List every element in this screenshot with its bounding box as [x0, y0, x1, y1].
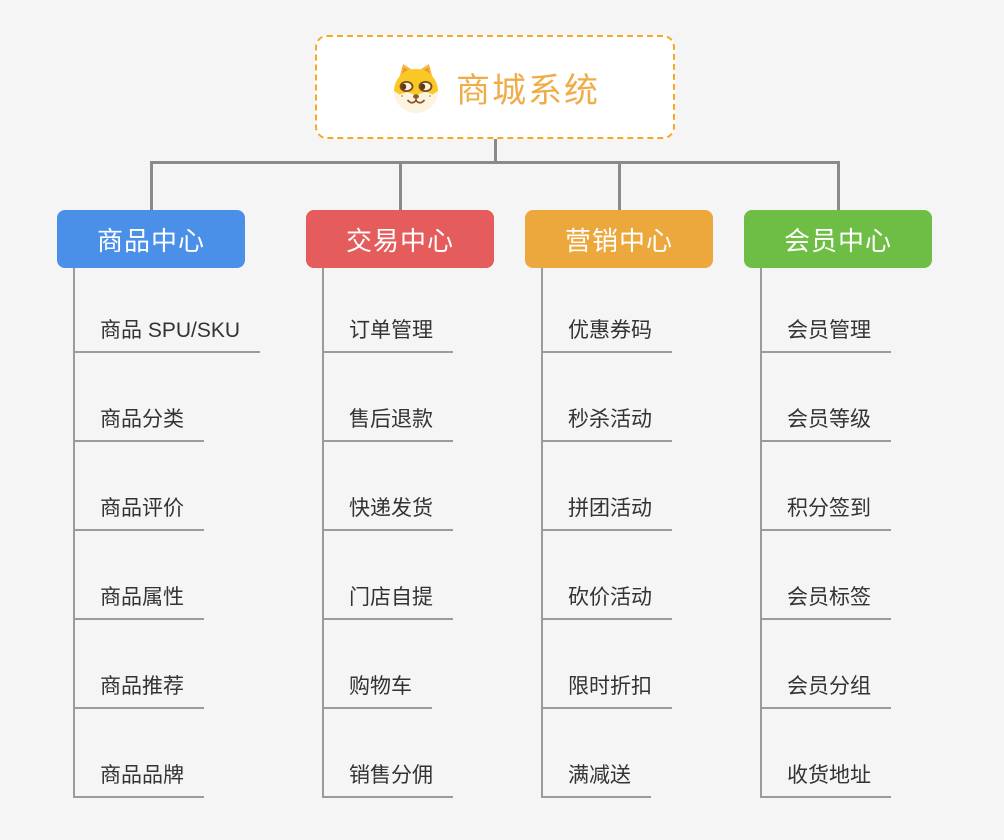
leaf-node[interactable]: 积分签到 — [760, 494, 891, 531]
doge-icon — [394, 64, 438, 113]
branch-header-products[interactable]: 商品中心 — [57, 210, 245, 268]
leaf-node[interactable]: 会员分组 — [760, 672, 891, 709]
connector-drop-members — [837, 161, 840, 210]
connector-drop-trade — [399, 161, 402, 210]
connector-drop-products — [150, 161, 153, 210]
leaf-node[interactable]: 商品推荐 — [73, 672, 204, 709]
leaf-node[interactable]: 会员管理 — [760, 316, 891, 353]
leaf-node[interactable]: 会员等级 — [760, 405, 891, 442]
branch-products: 商品中心 商品 SPU/SKU 商品分类 商品评价 商品属性 商品推荐 商品品牌 — [57, 210, 307, 810]
leaf-node[interactable]: 商品 SPU/SKU — [73, 316, 261, 353]
leaf-node[interactable]: 门店自提 — [322, 583, 453, 620]
branch-line-marketing — [541, 268, 543, 798]
connector-drop-marketing — [618, 161, 621, 210]
leaf-node[interactable]: 售后退款 — [322, 405, 453, 442]
leaf-node[interactable]: 砍价活动 — [541, 583, 672, 620]
branch-header-trade[interactable]: 交易中心 — [306, 210, 494, 268]
leaf-node[interactable]: 秒杀活动 — [541, 405, 672, 442]
leaf-node[interactable]: 优惠券码 — [541, 316, 672, 353]
leaf-node[interactable]: 收货地址 — [760, 761, 891, 798]
leaf-node[interactable]: 会员标签 — [760, 583, 891, 620]
leaf-node[interactable]: 满减送 — [541, 761, 651, 798]
connector-horizontal-bar — [150, 161, 840, 164]
leaf-node[interactable]: 购物车 — [322, 672, 432, 709]
connector-root-stem — [494, 139, 497, 163]
root-title: 商城系统 — [456, 71, 600, 110]
leaf-node[interactable]: 商品评价 — [73, 494, 204, 531]
branch-header-members[interactable]: 会员中心 — [744, 210, 932, 268]
branch-line-trade — [322, 268, 324, 798]
leaf-node[interactable]: 商品分类 — [73, 405, 204, 442]
leaf-node[interactable]: 销售分佣 — [322, 761, 453, 798]
leaf-node[interactable]: 商品属性 — [73, 583, 204, 620]
root-node[interactable]: 商城系统 — [315, 35, 675, 139]
branch-line-products — [73, 268, 75, 798]
branch-trade: 交易中心 订单管理 售后退款 快递发货 门店自提 购物车 销售分佣 — [306, 210, 556, 810]
leaf-node[interactable]: 拼团活动 — [541, 494, 672, 531]
branch-marketing: 营销中心 优惠券码 秒杀活动 拼团活动 砍价活动 限时折扣 满减送 — [525, 210, 775, 810]
leaf-node[interactable]: 商品品牌 — [73, 761, 204, 798]
branch-header-marketing[interactable]: 营销中心 — [525, 210, 713, 268]
branch-line-members — [760, 268, 762, 798]
branch-members: 会员中心 会员管理 会员等级 积分签到 会员标签 会员分组 收货地址 — [744, 210, 994, 810]
leaf-node[interactable]: 订单管理 — [322, 316, 453, 353]
leaf-node[interactable]: 快递发货 — [322, 494, 453, 531]
leaf-node[interactable]: 限时折扣 — [541, 672, 672, 709]
